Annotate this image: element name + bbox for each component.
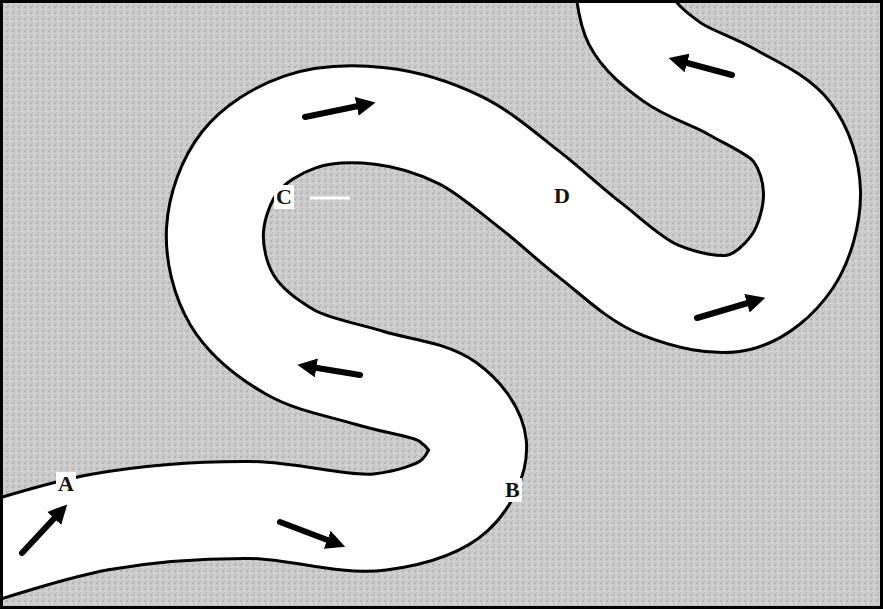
point-label: B xyxy=(503,478,522,502)
point-label: D xyxy=(552,184,572,208)
flow-arrows xyxy=(22,60,758,553)
point-label: A xyxy=(56,472,76,496)
river-water xyxy=(0,0,812,558)
marker-tick xyxy=(310,197,350,200)
point-label: C xyxy=(274,185,294,209)
river-bank xyxy=(0,0,812,558)
river-channel xyxy=(0,0,812,558)
